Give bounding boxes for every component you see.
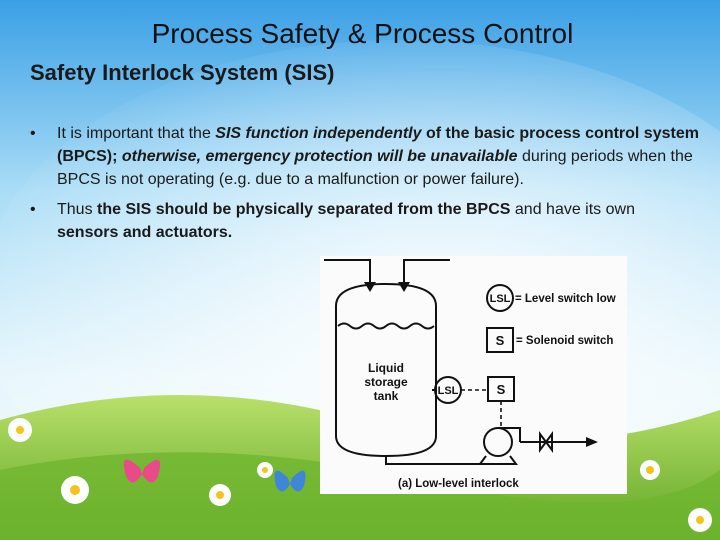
- blue-butterfly-icon: [274, 470, 306, 492]
- pink-butterfly-icon: [123, 459, 161, 483]
- control-valve-symbol: [539, 431, 553, 453]
- legend-lsl-tag: LSL: [490, 293, 511, 305]
- bullet-2-run-1: Thus: [57, 201, 98, 218]
- inlet-pipe-left: [324, 259, 371, 286]
- solenoid-tag: S: [497, 382, 506, 397]
- inlet-arrow-right-icon: [398, 282, 410, 292]
- bullet-2-run-4: sensors and actuators.: [57, 224, 233, 241]
- bullet-1-run-2: SIS function independently: [215, 125, 422, 142]
- legend-solenoid-box: [486, 327, 514, 353]
- legend-solenoid-tag: S: [496, 333, 505, 348]
- bullet-2-run-2: the SIS should be physically separated f…: [97, 201, 511, 218]
- inlet-arrow-left-icon: [364, 282, 376, 292]
- bullet-item-1: • It is important that the SIS function …: [30, 122, 700, 191]
- legend-lsl-text: = Level switch low: [515, 293, 616, 305]
- liquid-surface: [337, 322, 435, 330]
- outlet-pipe: [385, 456, 480, 465]
- bullet-1-run-5: during periods when the BPCS is not oper…: [57, 148, 693, 188]
- bullet-1-run-1: It is important that the: [57, 125, 216, 142]
- diagram-caption: (a) Low-level interlock: [398, 478, 519, 490]
- bullet-marker: •: [30, 125, 36, 142]
- bullet-list: • It is important that the SIS function …: [30, 122, 700, 251]
- slide-subtitle: Safety Interlock System (SIS): [30, 60, 335, 85]
- bullet-1-run-4: otherwise, emergency protection will be …: [121, 148, 518, 165]
- slide-title: Process Safety & Process Control: [151, 18, 574, 49]
- bullet-marker: •: [30, 201, 36, 218]
- lsl-tag: LSL: [438, 385, 459, 397]
- tank-label-line-1: Liquid: [368, 361, 404, 375]
- pump-symbol: [483, 427, 513, 457]
- interlock-schematic: Liquid storage tank LSL S LSL = Level sw…: [324, 259, 616, 490]
- bullet-1-run-3: of the basic process control system (BPC…: [57, 125, 699, 165]
- bullet-item-2: • Thus the SIS should be physically sepa…: [30, 198, 700, 244]
- legend-lsl-bubble: [486, 284, 514, 312]
- outlet-arrow-icon: [586, 437, 598, 447]
- inlet-pipe-right: [403, 259, 450, 286]
- low-level-interlock-diagram: Liquid storage tank LSL S LSL = Level sw…: [320, 256, 627, 494]
- legend-solenoid-text: = Solenoid switch: [516, 335, 613, 347]
- bullet-2-run-3: and have its own: [510, 201, 635, 218]
- storage-tank: [335, 282, 437, 458]
- tank-label-line-3: tank: [374, 389, 399, 403]
- tank-label-line-2: storage: [364, 375, 408, 389]
